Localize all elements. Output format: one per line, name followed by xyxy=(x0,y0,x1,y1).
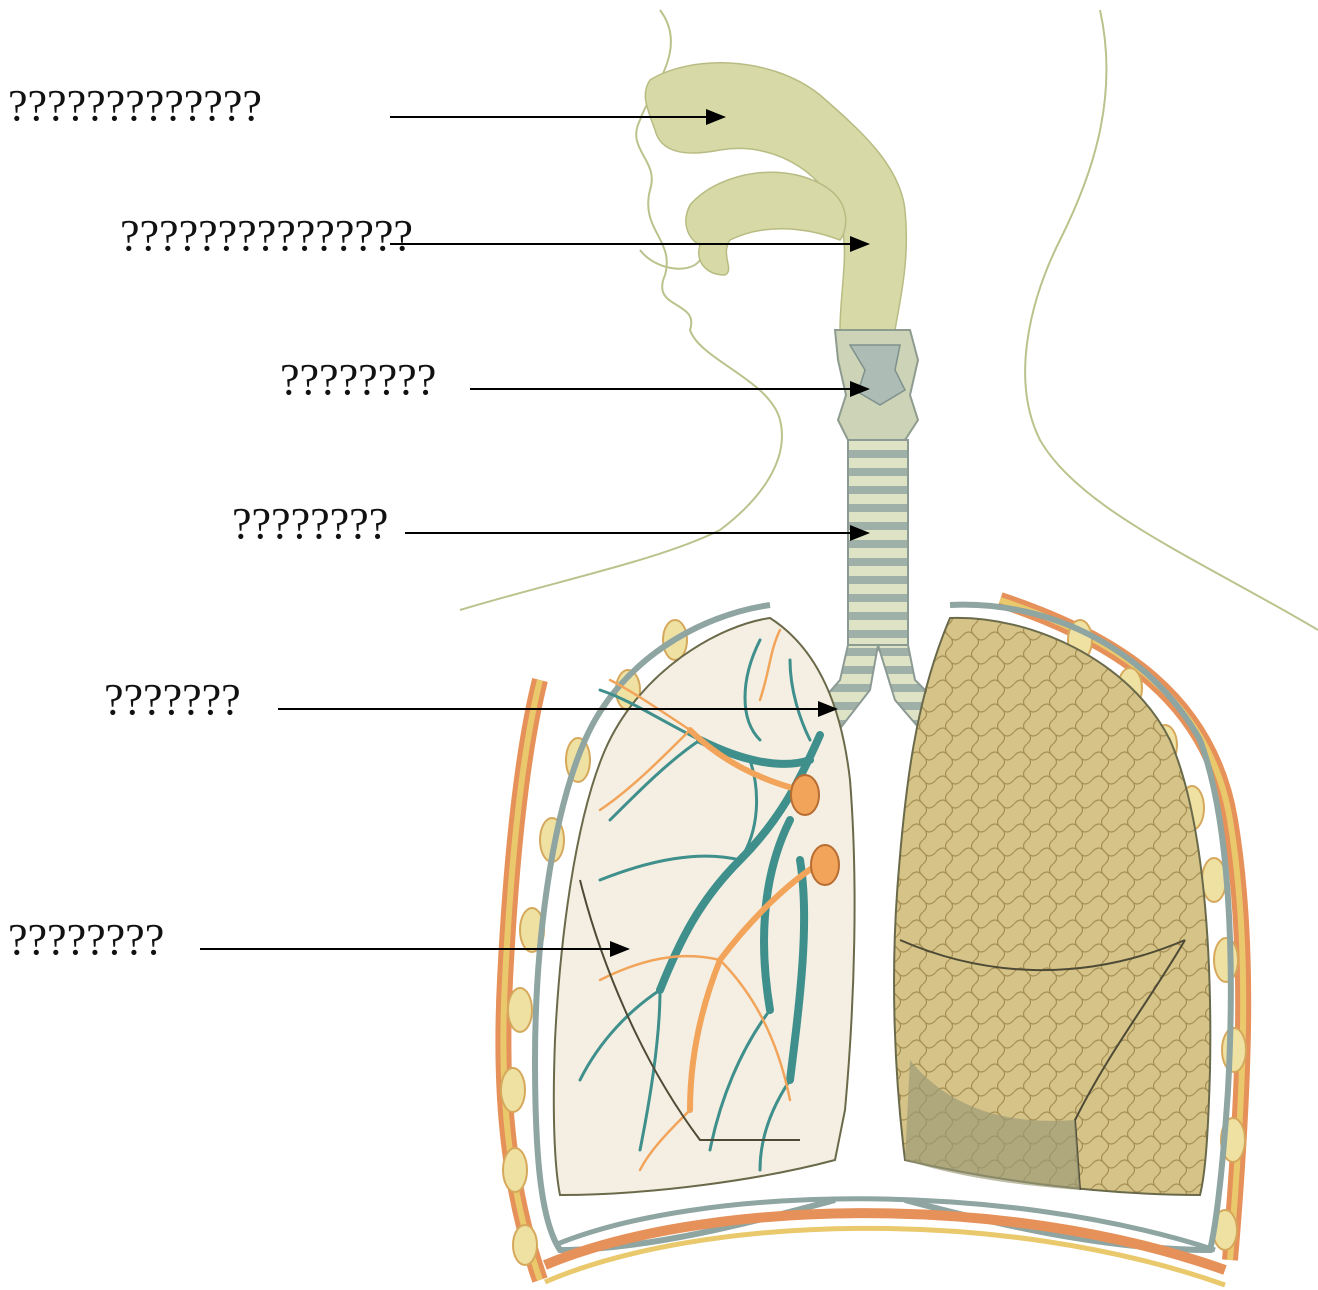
label-6: ???????? xyxy=(8,918,164,962)
label-4: ???????? xyxy=(232,502,388,546)
oral-cavity-shape xyxy=(686,172,846,275)
label-1: ????????????? xyxy=(8,84,262,128)
label-5: ??????? xyxy=(104,678,241,722)
label-2: ??????????????? xyxy=(120,214,413,258)
label-3: ???????? xyxy=(280,358,436,402)
larynx-shape xyxy=(835,330,918,440)
upper-airway xyxy=(645,63,906,330)
trachea-shape xyxy=(848,440,908,650)
